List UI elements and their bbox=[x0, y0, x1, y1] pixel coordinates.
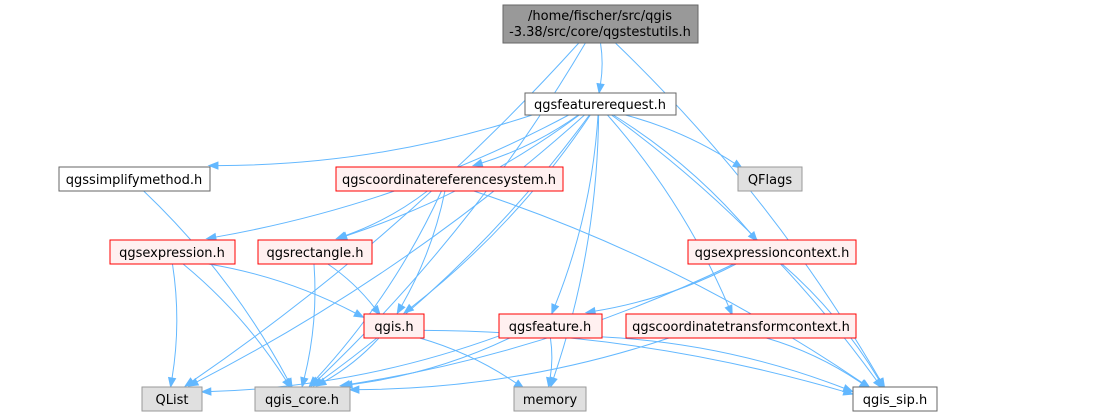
node-qgissip[interactable]: qgis_sip.h bbox=[852, 386, 938, 412]
edge-featurerequest-to-qflags bbox=[625, 114, 744, 170]
edge-featurerequest-to-qgis bbox=[403, 114, 591, 314]
edge-featurerequest-to-qlist bbox=[187, 114, 585, 387]
node-root[interactable]: /home/fischer/src/qgis -3.38/src/core/qg… bbox=[502, 4, 699, 44]
edge-simplifymethod-to-qgiscore bbox=[143, 190, 293, 389]
edge-crs-to-qgiscore bbox=[308, 190, 442, 388]
node-expression-label: qgsexpression.h bbox=[119, 246, 225, 261]
node-expression[interactable]: qgsexpression.h bbox=[109, 239, 236, 265]
edge-feature-to-qgissip bbox=[601, 336, 854, 393]
edge-expression-to-qgiscore bbox=[182, 263, 292, 390]
node-qgis[interactable]: qgis.h bbox=[363, 313, 425, 339]
node-simplifymethod[interactable]: qgssimplifymethod.h bbox=[58, 166, 211, 192]
edge-ctcontext-to-qgissip bbox=[766, 337, 871, 390]
node-qgiscore-label: qgis_core.h bbox=[265, 393, 339, 408]
node-simplifymethod-label: qgssimplifymethod.h bbox=[66, 173, 202, 188]
edge-expression-to-qgis bbox=[208, 263, 365, 318]
edge-crs-to-qgissip bbox=[473, 190, 872, 389]
node-crs-label: qgscoordinatereferencesystem.h bbox=[342, 173, 556, 188]
node-memory[interactable]: memory bbox=[513, 386, 587, 412]
node-qlist[interactable]: QList bbox=[141, 386, 203, 412]
node-ctcontext-label: qgscoordinatetransformcontext.h bbox=[632, 320, 850, 335]
edge-crs-to-qgis bbox=[396, 190, 446, 315]
node-exprcontext-label: qgsexpressioncontext.h bbox=[695, 246, 850, 261]
edge-rectangle-to-qgiscore bbox=[300, 263, 316, 389]
edges-layer bbox=[143, 42, 886, 396]
node-feature[interactable]: qgsfeature.h bbox=[498, 313, 603, 339]
edge-root-to-featurerequest bbox=[596, 42, 605, 95]
node-rectangle-label: qgsrectangle.h bbox=[266, 246, 363, 261]
edge-featurerequest-to-simplifymethod bbox=[207, 114, 533, 170]
edge-featurerequest-to-ctcontext bbox=[607, 114, 733, 316]
edge-expression-to-qlist bbox=[167, 263, 178, 389]
node-rectangle[interactable]: qgsrectangle.h bbox=[257, 239, 373, 265]
node-featurerequest[interactable]: qgsfeaturerequest.h bbox=[524, 92, 677, 116]
edge-rectangle-to-qgis bbox=[327, 263, 381, 317]
node-featurerequest-label: qgsfeaturerequest.h bbox=[534, 98, 666, 113]
node-qgis-label: qgis.h bbox=[374, 320, 413, 335]
edge-exprcontext-to-feature bbox=[584, 263, 737, 316]
node-qlist-label: QList bbox=[156, 393, 189, 408]
node-memory-label: memory bbox=[523, 393, 578, 408]
node-crs[interactable]: qgscoordinatereferencesystem.h bbox=[335, 166, 564, 192]
edge-crs-to-rectangle bbox=[335, 190, 428, 240]
node-qgiscore[interactable]: qgis_core.h bbox=[254, 386, 351, 412]
node-ctcontext[interactable]: qgscoordinatetransformcontext.h bbox=[625, 313, 857, 339]
edge-qgis-to-qgiscore bbox=[315, 337, 380, 387]
edge-featurerequest-to-crs bbox=[471, 114, 579, 167]
node-qflags-label: QFlags bbox=[748, 173, 793, 188]
node-qflags[interactable]: QFlags bbox=[737, 166, 803, 192]
node-exprcontext[interactable]: qgsexpressioncontext.h bbox=[687, 239, 857, 265]
node-root-line-2: -3.38/src/core/qgstestutils.h bbox=[509, 25, 691, 40]
node-feature-label: qgsfeature.h bbox=[509, 320, 592, 335]
edge-ctcontext-to-qgiscore bbox=[348, 337, 670, 394]
edge-featurerequest-to-feature bbox=[551, 114, 599, 315]
node-root-line-1: /home/fischer/src/qgis bbox=[528, 9, 672, 24]
edge-feature-to-memory bbox=[546, 337, 555, 389]
edge-feature-to-qlist bbox=[200, 335, 500, 396]
node-qgissip-label: qgis_sip.h bbox=[863, 393, 927, 408]
